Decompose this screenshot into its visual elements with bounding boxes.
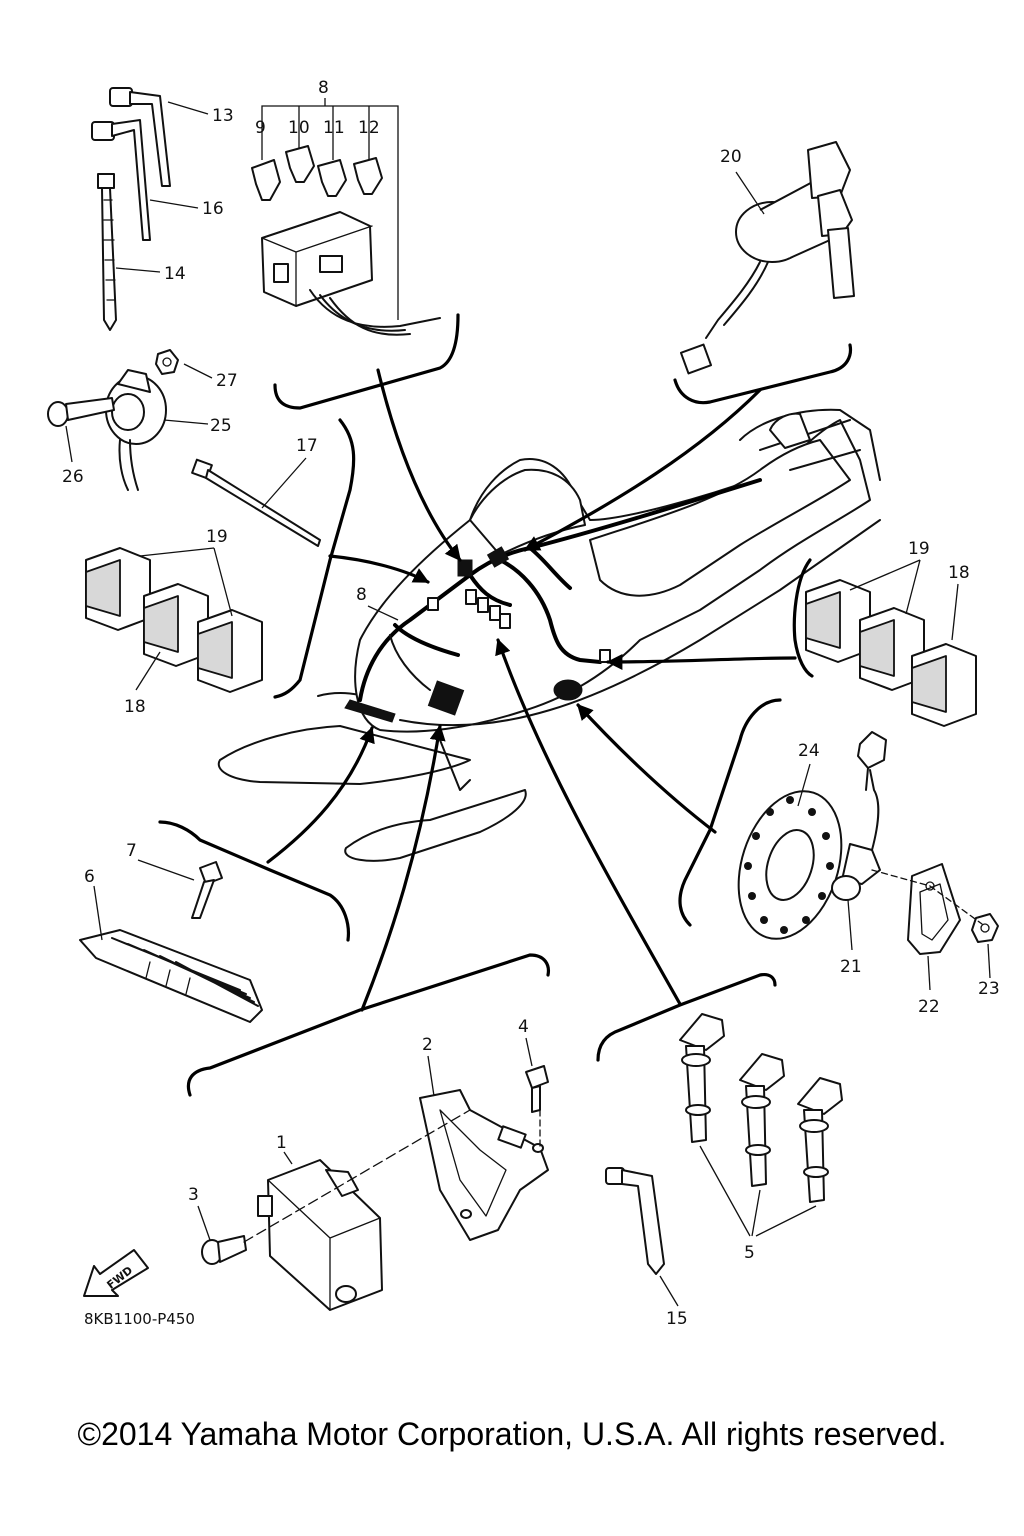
relay-19-right-2 bbox=[859, 607, 925, 691]
fuses-on-harness bbox=[465, 589, 511, 629]
callout-14: 14 bbox=[164, 264, 186, 284]
pointer-lines bbox=[266, 368, 797, 1012]
snowmobile-body bbox=[217, 408, 881, 862]
cable-tie-13 bbox=[109, 87, 171, 187]
horn-25 bbox=[105, 369, 167, 491]
cdi-unit-1 bbox=[257, 1159, 383, 1311]
relay-18-left bbox=[197, 609, 263, 693]
screw-7 bbox=[191, 861, 223, 919]
callout-22: 22 bbox=[918, 997, 940, 1017]
relay-19-right-1 bbox=[805, 579, 871, 663]
callout-9: 9 bbox=[255, 118, 266, 138]
callout-17: 17 bbox=[296, 436, 318, 456]
callout-15: 15 bbox=[666, 1309, 688, 1329]
fuse-9 bbox=[251, 159, 281, 201]
ignition-coil-5a bbox=[679, 1013, 725, 1143]
diagram-code: 8KB1100-P450 bbox=[84, 1310, 195, 1328]
callout-6: 6 bbox=[84, 867, 95, 887]
callout-21: 21 bbox=[840, 957, 862, 977]
callout-27: 27 bbox=[216, 371, 238, 391]
wire-harness bbox=[344, 478, 762, 723]
sensor-disc-24 bbox=[737, 790, 843, 940]
forward-direction-icon: FWD bbox=[83, 1249, 149, 1297]
callout-19-right: 19 bbox=[908, 539, 930, 559]
callout-10: 10 bbox=[288, 118, 310, 138]
callout-leaders bbox=[65, 101, 991, 1307]
callout-5: 5 bbox=[744, 1243, 755, 1263]
ignition-coil-5b bbox=[739, 1053, 785, 1187]
ignition-coil-5c bbox=[797, 1077, 843, 1203]
bolt-4 bbox=[525, 1065, 549, 1113]
callout-26: 26 bbox=[62, 467, 84, 487]
callout-25: 25 bbox=[210, 416, 232, 436]
bolt-3 bbox=[201, 1235, 247, 1265]
regulator-6 bbox=[79, 929, 263, 1023]
fuse-12 bbox=[353, 157, 383, 195]
callout-8-top: 8 bbox=[318, 78, 329, 98]
callout-4: 4 bbox=[518, 1017, 529, 1037]
callout-3: 3 bbox=[188, 1185, 199, 1205]
callout-18-left: 18 bbox=[124, 697, 146, 717]
callout-16: 16 bbox=[202, 199, 224, 219]
callout-23: 23 bbox=[978, 979, 1000, 999]
fuse-11 bbox=[317, 159, 347, 197]
callout-8-body: 8 bbox=[356, 585, 367, 605]
ecu-bracket-2 bbox=[419, 1089, 549, 1241]
relay-18-right bbox=[911, 643, 977, 727]
callout-24: 24 bbox=[798, 741, 820, 761]
callout-19-left: 19 bbox=[206, 527, 228, 547]
cable-tie-15 bbox=[605, 1167, 665, 1275]
fuse-box-8 bbox=[261, 211, 441, 336]
callout-18-right: 18 bbox=[948, 563, 970, 583]
cable-tie-16 bbox=[91, 119, 151, 241]
group-brackets bbox=[158, 313, 853, 1097]
bolt-26 bbox=[47, 397, 115, 427]
nut-27 bbox=[155, 349, 179, 375]
callout-2: 2 bbox=[422, 1035, 433, 1055]
relay-19-left-2 bbox=[143, 583, 209, 667]
sensor-bracket-22 bbox=[907, 863, 961, 955]
callout-7: 7 bbox=[126, 841, 137, 861]
callout-numbers: 8 9 10 11 12 13 16 14 20 27 25 26 17 19 … bbox=[62, 78, 1000, 1329]
ignition-switch-20 bbox=[679, 141, 855, 375]
cable-tie-17 bbox=[191, 458, 321, 547]
nut-23 bbox=[971, 913, 999, 943]
relay-19-left-1 bbox=[85, 547, 151, 631]
fuse-10 bbox=[285, 145, 315, 183]
callout-13: 13 bbox=[212, 106, 234, 126]
callout-1: 1 bbox=[276, 1133, 287, 1153]
callout-12: 12 bbox=[358, 118, 380, 138]
copyright-notice: ©2014 Yamaha Motor Corporation, U.S.A. A… bbox=[77, 1416, 947, 1452]
cable-tie-14 bbox=[97, 173, 117, 331]
callout-11: 11 bbox=[323, 118, 345, 138]
callout-20: 20 bbox=[720, 147, 742, 167]
speed-sensor-21 bbox=[831, 731, 887, 901]
